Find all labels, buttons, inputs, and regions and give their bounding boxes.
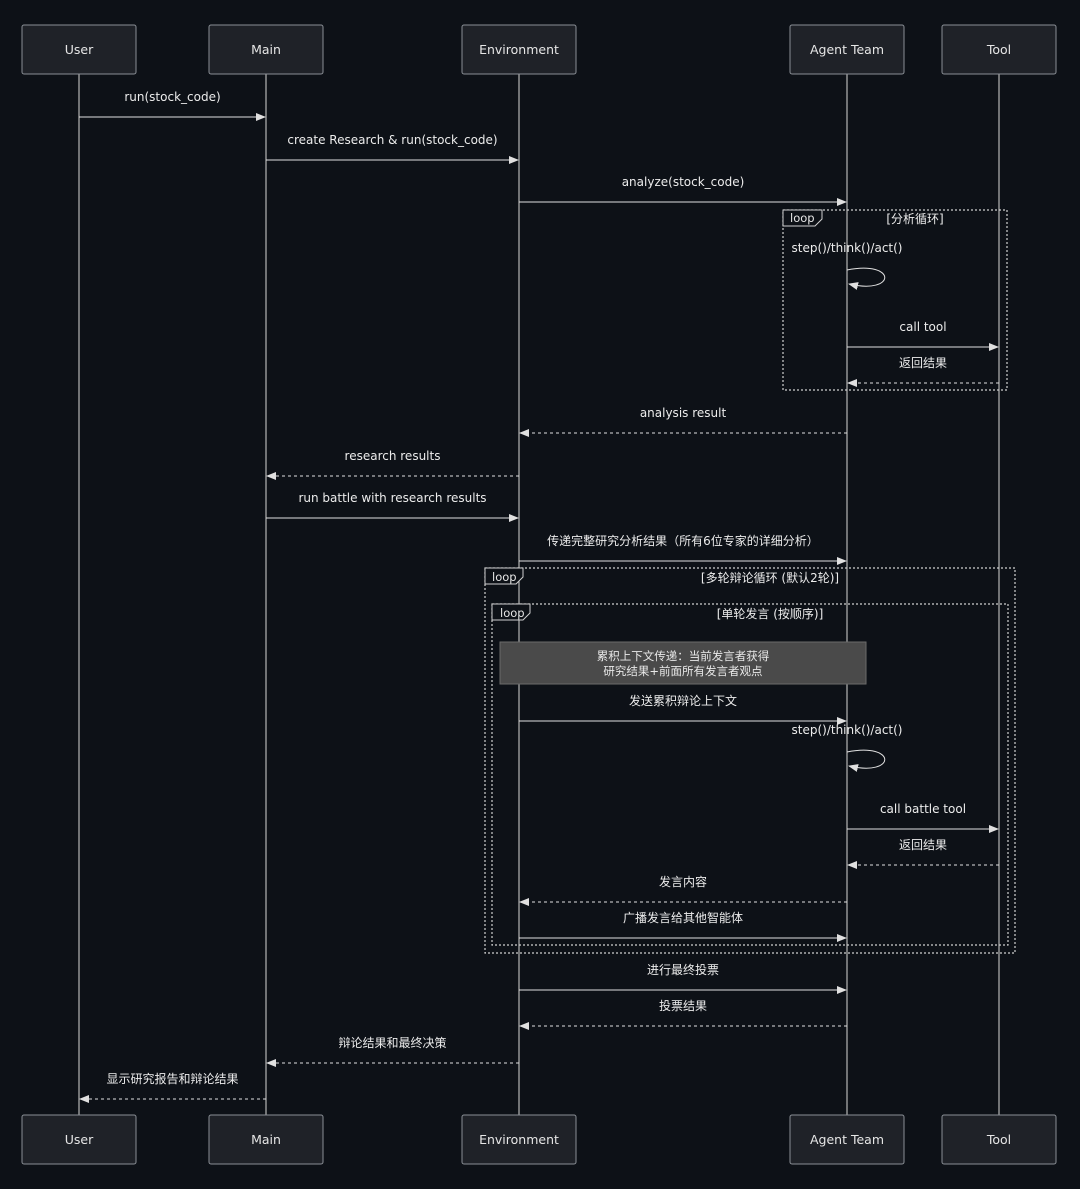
loop-tab [491, 603, 531, 621]
loop-frame-border [782, 209, 1008, 391]
message: 投票结果 [519, 998, 847, 1030]
message-label: analysis result [640, 406, 727, 420]
message-label: step()/think()/act() [792, 241, 903, 255]
message-label: 显示研究报告和辩论结果 [106, 1071, 238, 1086]
actor-box [941, 1114, 1057, 1165]
message-label: 返回结果 [899, 838, 947, 852]
actor-label: User [65, 42, 94, 57]
loop-tab [484, 567, 524, 585]
message-label: call tool [899, 320, 946, 334]
message-label: run battle with research results [298, 491, 486, 505]
loop-frames: loop [分析循环] loop [多轮辩论循环 (默认2轮)] loop [单… [484, 209, 1016, 954]
loop-keyword: loop [790, 211, 815, 225]
message: call battle tool [847, 802, 999, 833]
loop-condition: [多轮辩论循环 (默认2轮)] [701, 570, 839, 585]
lifelines [78, 74, 1000, 1115]
self-call-arrow [846, 267, 886, 290]
message: run(stock_code) [79, 90, 266, 121]
actor-agent-team-bottom[interactable]: Agent Team [789, 1114, 905, 1165]
message: 广播发言给其他智能体 [519, 910, 847, 942]
loop-frame-border [484, 567, 1016, 954]
message: 返回结果 [847, 356, 999, 387]
message: step()/think()/act() [792, 723, 903, 772]
message-label: 传递完整研究分析结果（所有6位专家的详细分析） [547, 533, 819, 548]
actor-label: Tool [986, 1132, 1011, 1147]
message: 发送累积辩论上下文 [519, 693, 847, 725]
actors-top: User Main Environment Agent Team Tool [21, 24, 1057, 75]
actor-main[interactable]: Main [208, 24, 324, 75]
message-label: 返回结果 [899, 356, 947, 370]
message: 进行最终投票 [519, 962, 847, 994]
note-box [499, 641, 867, 685]
note-line-1: 累积上下文传递：当前发言者获得 [597, 649, 770, 663]
actor-label: Tool [986, 42, 1011, 57]
actor-box [941, 24, 1057, 75]
loop-frame-border [491, 603, 1009, 946]
message: 返回结果 [847, 838, 999, 869]
actor-user[interactable]: User [21, 24, 137, 75]
message: call tool [847, 320, 999, 351]
message-label: analyze(stock_code) [622, 175, 745, 189]
message: 传递完整研究分析结果（所有6位专家的详细分析） [519, 533, 847, 565]
message: 显示研究报告和辩论结果 [79, 1071, 266, 1103]
message-label: research results [345, 449, 441, 463]
actor-box [208, 24, 324, 75]
actor-agent-team[interactable]: Agent Team [789, 24, 905, 75]
message-label: 辩论结果和最终决策 [338, 1035, 446, 1050]
actor-box [789, 1114, 905, 1165]
loop-frame-single-round: loop [单轮发言 (按顺序)] [491, 603, 1009, 946]
actor-box [208, 1114, 324, 1165]
loop-condition: [分析循环] [886, 212, 943, 226]
message-label: run(stock_code) [124, 90, 220, 104]
actor-user-bottom[interactable]: User [21, 1114, 137, 1165]
message-label: step()/think()/act() [792, 723, 903, 737]
message-label: 投票结果 [659, 998, 707, 1013]
message-label: 发言内容 [659, 874, 707, 889]
message: step()/think()/act() [792, 241, 903, 290]
actor-main-bottom[interactable]: Main [208, 1114, 324, 1165]
actor-box [461, 1114, 577, 1165]
actor-box [21, 1114, 137, 1165]
message-label: create Research & run(stock_code) [287, 133, 497, 147]
message: 发言内容 [519, 874, 847, 906]
actors-bottom: User Main Environment Agent Team Tool [21, 1114, 1057, 1165]
message-label: 广播发言给其他智能体 [623, 910, 743, 925]
message-label: call battle tool [880, 802, 966, 816]
actor-label: User [65, 1132, 94, 1147]
actor-box [461, 24, 577, 75]
message: analysis result [519, 406, 847, 437]
message: create Research & run(stock_code) [266, 133, 519, 164]
actor-label: Environment [479, 1132, 559, 1147]
message: analyze(stock_code) [519, 175, 847, 206]
loop-condition: [单轮发言 (按顺序)] [717, 606, 824, 621]
actor-label: Main [251, 42, 281, 57]
message: research results [266, 449, 519, 480]
messages: run(stock_code)create Research & run(sto… [79, 90, 999, 1103]
loop-frame-debate-rounds: loop [多轮辩论循环 (默认2轮)] [484, 567, 1016, 954]
actor-box [789, 24, 905, 75]
actor-box [21, 24, 137, 75]
actor-label: Environment [479, 42, 559, 57]
actor-environment-bottom[interactable]: Environment [461, 1114, 577, 1165]
message-label: 发送累积辩论上下文 [629, 693, 737, 708]
actor-label: Agent Team [810, 1132, 884, 1147]
loop-frame-analysis: loop [分析循环] [782, 209, 1008, 391]
message: run battle with research results [266, 491, 519, 522]
note-context-passing: 累积上下文传递：当前发言者获得 研究结果+前面所有发言者观点 [499, 641, 867, 685]
loop-tab [782, 209, 823, 227]
actor-tool[interactable]: Tool [941, 24, 1057, 75]
note-line-2: 研究结果+前面所有发言者观点 [603, 664, 762, 678]
self-call-arrow [846, 749, 886, 772]
actor-environment[interactable]: Environment [461, 24, 577, 75]
loop-keyword: loop [500, 606, 525, 620]
message-label: 进行最终投票 [647, 962, 719, 977]
loop-keyword: loop [492, 570, 517, 584]
actor-label: Agent Team [810, 42, 884, 57]
actor-label: Main [251, 1132, 281, 1147]
message: 辩论结果和最终决策 [266, 1035, 519, 1067]
actor-tool-bottom[interactable]: Tool [941, 1114, 1057, 1165]
